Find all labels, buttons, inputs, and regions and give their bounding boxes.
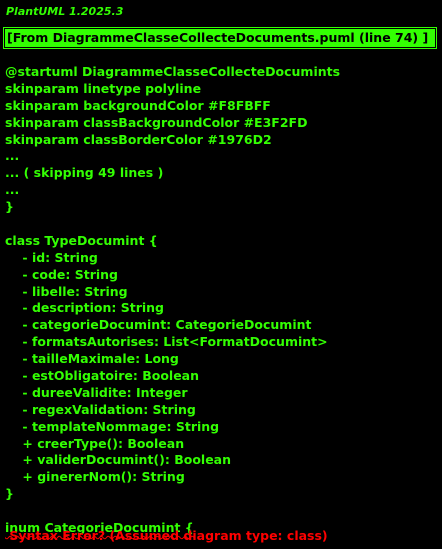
plantuml-version: PlantUML 1.2025.3 bbox=[6, 5, 124, 18]
code-line: - categorieDocumint: CategorieDocumint bbox=[5, 317, 312, 333]
code-line: + validerDocumint(): Boolean bbox=[5, 452, 232, 468]
source-file-banner: [From DiagrammeClasseCollecteDocuments.p… bbox=[3, 27, 437, 49]
error-code-line: inum CategorieDocumint { bbox=[5, 520, 194, 536]
code-line bbox=[5, 216, 340, 233]
code-line: + ginererNom(): String bbox=[5, 469, 185, 485]
code-line: - id: String bbox=[5, 249, 98, 265]
code-line: @startuml DiagrammeClasseCollecteDocumin… bbox=[5, 64, 341, 79]
code-line: class TypeDocumint { bbox=[5, 232, 158, 248]
code-line: skinparam classBorderColor #1976D2 bbox=[5, 131, 272, 147]
code-line: - libelle: String bbox=[5, 283, 128, 299]
code-line: } bbox=[5, 199, 14, 215]
code-line: } bbox=[5, 486, 14, 502]
code-line: - description: String bbox=[5, 300, 164, 316]
code-line: - formatsAutorises: List<FormatDocumint> bbox=[5, 334, 328, 350]
code-line: - regexValidation: String bbox=[5, 401, 196, 417]
code-line: ... bbox=[5, 148, 20, 164]
code-line: - templateNommage: String bbox=[5, 418, 220, 434]
code-line bbox=[5, 503, 340, 520]
code-line: - dureeValidite: Integer bbox=[5, 384, 188, 400]
code-line: ... bbox=[5, 182, 20, 198]
code-line: - code: String bbox=[5, 266, 118, 282]
code-line: - estObligatoire: Boolean bbox=[5, 368, 200, 384]
source-code-listing: @startuml DiagrammeClasseCollecteDocumin… bbox=[5, 64, 340, 537]
code-line: skinparam backgroundColor #F8FBFF bbox=[5, 97, 271, 113]
code-line: + creerType(): Boolean bbox=[5, 435, 185, 451]
code-line: skinparam linetype polyline bbox=[5, 80, 202, 96]
code-line: - tailleMaximale: Long bbox=[5, 351, 179, 367]
syntax-error-message: Syntax Error? (Assumed diagram type: cla… bbox=[5, 528, 328, 543]
code-line: skinparam classBackgroundColor #E3F2FD bbox=[5, 114, 308, 130]
code-line: ... ( skipping 49 lines ) bbox=[5, 165, 164, 181]
